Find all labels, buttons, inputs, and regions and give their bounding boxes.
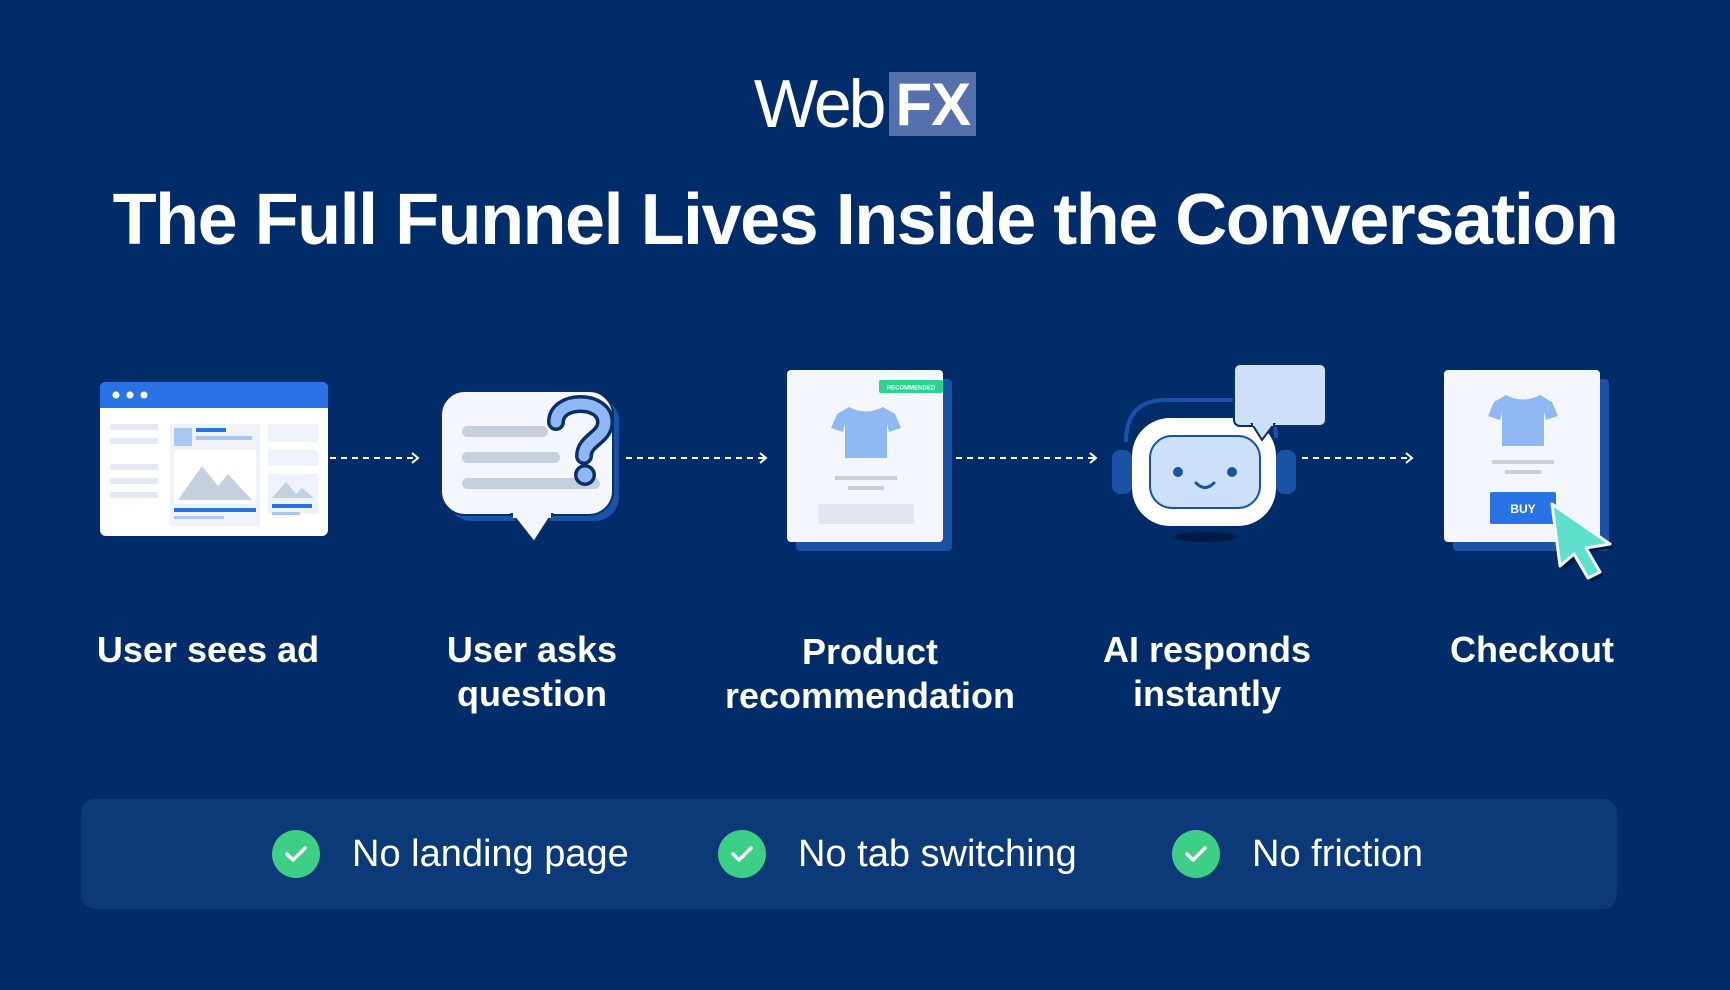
question-bubble-icon: [440, 390, 619, 544]
product-card-icon: RECOMMENDED: [787, 370, 952, 551]
robot-chat-icon: [1112, 363, 1327, 542]
logo-mark: FX: [889, 72, 977, 136]
check-icon: [718, 830, 766, 878]
benefit-text: No friction: [1252, 832, 1424, 875]
benefit-text: No landing page: [352, 832, 629, 875]
check-icon: [1172, 830, 1220, 878]
connector-arrow-1: [330, 452, 420, 464]
step-label-user-asks-question: User asks question: [446, 629, 618, 714]
step-label-checkout: Checkout: [1449, 629, 1615, 670]
checkout-card-icon: BUY: [1444, 370, 1614, 582]
page-title: The Full Funnel Lives Inside the Convers…: [112, 180, 1619, 260]
buy-button-label: BUY: [1510, 502, 1535, 516]
recommended-badge: RECOMMENDED: [887, 386, 936, 392]
benefit-text: No tab switching: [798, 832, 1077, 875]
check-icon: [272, 830, 320, 878]
step-label-product-recommendation: Product recommendation: [724, 631, 1016, 716]
cursor-arrow-icon: [1550, 502, 1614, 582]
benefit-no-tab-switching: No tab switching: [718, 799, 1077, 909]
connector-arrow-2: [626, 452, 768, 464]
step-label-ai-responds-instantly: AI responds instantly: [1102, 629, 1312, 714]
connector-arrow-3: [956, 452, 1098, 464]
benefit-no-landing-page: No landing page: [272, 799, 629, 909]
browser-ad-icon: [100, 382, 328, 536]
benefits-bar: No landing page No tab switching No fric…: [81, 799, 1617, 909]
logo-word: Web: [753, 66, 887, 142]
step-label-user-sees-ad: User sees ad: [96, 629, 320, 670]
benefit-no-friction: No friction: [1172, 799, 1423, 909]
webfx-logo: Web FX: [0, 70, 1730, 138]
connector-arrow-4: [1302, 452, 1414, 464]
